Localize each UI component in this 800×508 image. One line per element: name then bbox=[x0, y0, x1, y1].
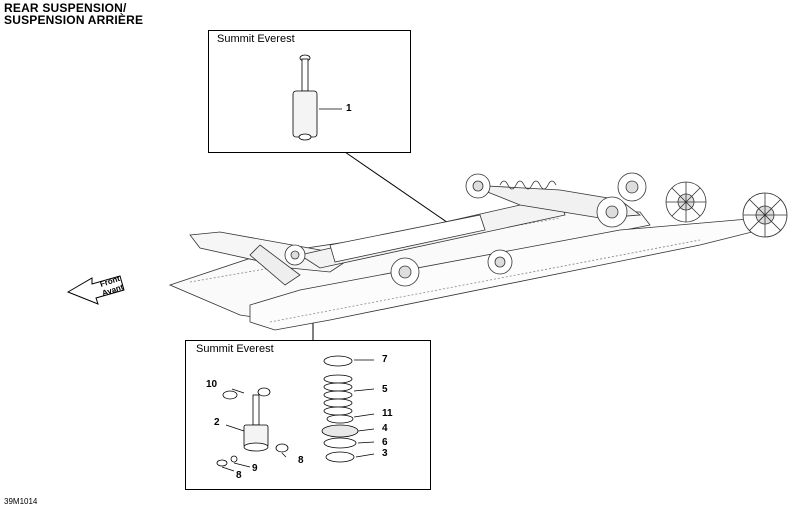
callout-11: 11 bbox=[382, 408, 393, 419]
callout-1: 1 bbox=[346, 103, 352, 114]
callout-7: 7 bbox=[382, 354, 388, 365]
top-detail-box: Summit Everest 1 bbox=[208, 30, 411, 153]
callout-4: 4 bbox=[382, 423, 388, 434]
spring-icon bbox=[323, 374, 353, 416]
diagram-title: REAR SUSPENSION/ SUSPENSION ARRIÈRE bbox=[4, 2, 143, 26]
callout-8-right: 8 bbox=[298, 455, 304, 466]
front-arrow-icon bbox=[66, 275, 125, 305]
title-line-2: SUSPENSION ARRIÈRE bbox=[4, 13, 144, 27]
track-suspension-icon bbox=[168, 172, 788, 331]
bottom-box-label: Summit Everest bbox=[196, 343, 274, 355]
callout-8-left: 8 bbox=[236, 470, 242, 481]
callout-9: 9 bbox=[252, 463, 258, 474]
callout-10: 10 bbox=[206, 379, 218, 390]
bottom-detail-box: Summit Everest bbox=[185, 340, 431, 490]
shock-absorber-icon bbox=[292, 54, 342, 141]
callout-5: 5 bbox=[382, 384, 388, 395]
callout-2: 2 bbox=[214, 417, 220, 428]
callout-3: 3 bbox=[382, 448, 388, 459]
title-line-1: REAR SUSPENSION/ bbox=[4, 1, 127, 15]
shock-and-spring-parts bbox=[216, 355, 375, 472]
callout-6: 6 bbox=[382, 437, 388, 448]
document-reference: 39M1014 bbox=[4, 497, 38, 506]
top-box-label: Summit Everest bbox=[217, 33, 295, 45]
